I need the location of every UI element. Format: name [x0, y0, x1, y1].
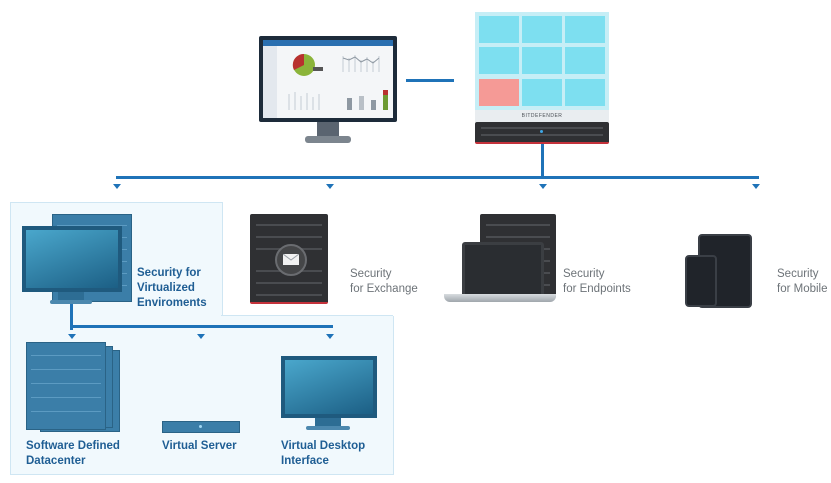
arrow-exchange	[326, 184, 334, 189]
wall-tile-alert	[479, 79, 519, 106]
connector-virtualized-down	[70, 304, 73, 330]
console-legend-swatch	[313, 67, 323, 71]
console-pie-chart	[292, 53, 315, 76]
console-monitor-neck	[317, 122, 339, 136]
connector-console-to-wall	[406, 79, 454, 82]
arrow-vserver	[197, 334, 205, 339]
wall-tile	[522, 16, 562, 43]
mail-icon	[275, 244, 307, 276]
sdd-rack-front	[26, 342, 106, 430]
arrow-vdi	[326, 334, 334, 339]
console-bar-4	[383, 90, 388, 110]
console-bar-2	[359, 96, 364, 110]
console-line-chart-top	[342, 55, 380, 72]
laptop-icon	[462, 242, 544, 298]
wall-tile	[565, 79, 605, 106]
virtualized-monitor-stand	[58, 292, 84, 302]
wall-tile	[565, 47, 605, 74]
wall-tile	[479, 16, 519, 43]
label-sdd: Software Defined Datacenter	[26, 440, 120, 467]
console-screen	[263, 40, 393, 118]
appliance-brand-strip: BITDEFENDER	[475, 110, 609, 122]
vdi-monitor-base	[306, 426, 350, 430]
console-bar-4-top	[383, 90, 388, 95]
phone-icon	[685, 255, 717, 307]
vdi-monitor-stand	[315, 418, 341, 428]
label-vserver: Virtual Server	[162, 440, 237, 452]
arrow-sdd	[68, 334, 76, 339]
console-header-bar	[263, 40, 393, 46]
wall-display	[475, 12, 609, 110]
virtualized-monitor-base	[50, 300, 92, 304]
label-vdi: Virtual Desktop Interface	[281, 440, 366, 467]
connector-sub-bus	[70, 325, 333, 328]
arrow-endpoints	[539, 184, 547, 189]
wall-tile	[522, 47, 562, 74]
console-bar-1	[347, 98, 352, 110]
console-bar-3	[371, 100, 376, 110]
console-line-chart-bottom	[288, 92, 320, 110]
virtualized-panel-joint	[221, 315, 393, 316]
connector-appliance-down	[541, 144, 544, 178]
vdi-monitor	[281, 356, 377, 418]
label-endpoints: Security for Endpoints	[563, 268, 631, 295]
arrow-mobile	[752, 184, 760, 189]
console-sidebar	[263, 46, 277, 118]
wall-tile	[522, 79, 562, 106]
label-exchange: Security for Exchange	[350, 268, 418, 295]
virtualized-monitor	[22, 226, 122, 292]
connector-main-bus	[116, 176, 759, 179]
wall-tile	[479, 47, 519, 74]
appliance-unit	[475, 122, 609, 144]
console-monitor-base	[305, 136, 351, 143]
label-mobile: Security for Mobile	[777, 268, 828, 295]
vserver-unit	[162, 421, 240, 433]
wall-tile	[565, 16, 605, 43]
console-monitor	[259, 36, 397, 144]
label-virtualized: Security for Virtualized Enviroments	[137, 267, 207, 309]
appliance-brand-text: BITDEFENDER	[521, 113, 563, 119]
arrow-virtualized	[113, 184, 121, 189]
laptop-base	[444, 294, 556, 302]
